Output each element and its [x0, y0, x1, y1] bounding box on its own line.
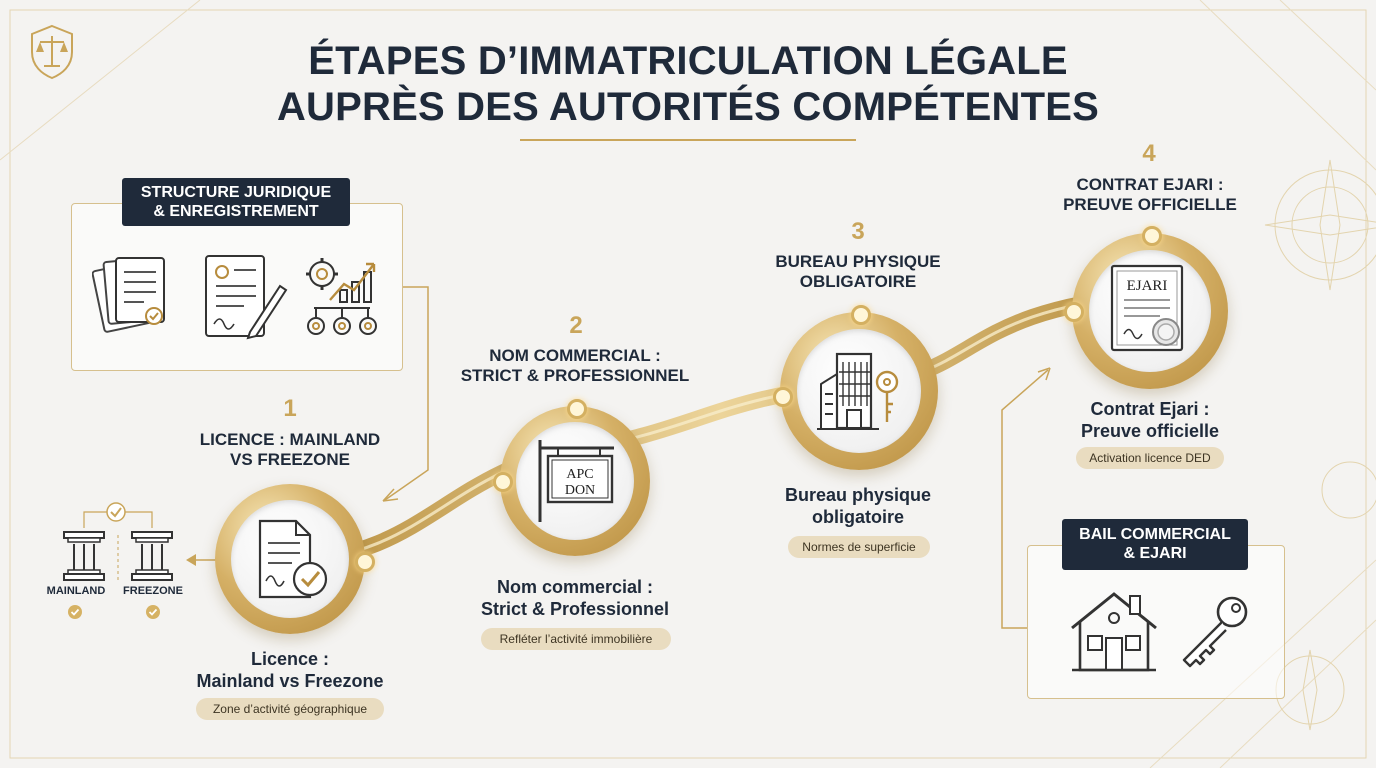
step-3-subtitle: Bureau physique obligatoire: [784, 485, 932, 527]
step-2-left-dot: [493, 472, 513, 492]
mainland-label: MAINLAND: [46, 585, 106, 597]
step-3-left-dot: [773, 387, 793, 407]
sign-text-line-1: APC: [566, 467, 593, 482]
ejari-certificate-text: EJARI: [1127, 278, 1168, 294]
title-line-2: AUPRÈS DES AUTORITÉS COMPÉTENTES: [276, 85, 1100, 129]
step-2-subtitle: Nom commercial : Strict & Professionnel: [480, 577, 670, 619]
step-2-number: 2: [569, 312, 583, 339]
bail-box-label: BAIL COMMERCIAL & EJARI: [1062, 519, 1248, 570]
document-check-icon: [258, 519, 328, 599]
step-3-pill: Normes de superficie: [788, 536, 930, 558]
step-1-subtitle: Licence : Mainland vs Freezone: [196, 649, 384, 691]
shop-sign-icon: APC DON: [538, 440, 614, 522]
signed-contract-icon: [205, 255, 288, 340]
check-icon: [68, 605, 82, 619]
step-2-heading: NOM COMMERCIAL : STRICT & PROFESSIONNEL: [460, 346, 690, 385]
check-icon: [146, 605, 160, 619]
step-4-top-dot: [1142, 226, 1162, 246]
sign-text-line-2: DON: [565, 483, 595, 498]
pillar-icon: [131, 531, 173, 581]
page-title: ÉTAPES D’IMMATRICULATION LÉGALE AUPRÈS D…: [200, 38, 1176, 130]
freezone-label: FREEZONE: [123, 585, 183, 597]
title-line-1: ÉTAPES D’IMMATRICULATION LÉGALE: [308, 39, 1068, 83]
step-4-subtitle: Contrat Ejari : Preuve officielle: [1080, 399, 1220, 441]
step-3-number: 3: [851, 218, 865, 245]
step-1-connector-dot: [355, 552, 375, 572]
check-icon: [106, 502, 126, 522]
step-2-top-dot: [567, 399, 587, 419]
key-icon: [1182, 596, 1248, 668]
step-2-pill: Refléter l’activité immobilière: [481, 628, 671, 650]
step-4-left-dot: [1064, 302, 1084, 322]
structure-box-label: STRUCTURE JURIDIQUE & ENREGISTREMENT: [122, 178, 350, 226]
gears-growth-chart-icon: [306, 258, 377, 335]
title-underline: [520, 139, 856, 141]
ejari-certificate-icon: EJARI: [1110, 264, 1184, 352]
documents-stack-icon: [92, 257, 165, 333]
house-icon: [1071, 592, 1157, 672]
law-firm-logo-icon: [31, 24, 73, 80]
pillar-icon: [63, 531, 105, 581]
step-3-heading: BUREAU PHYSIQUE OBLIGATOIRE: [775, 252, 941, 291]
step-4-heading: CONTRAT EJARI : PREUVE OFFICIELLE: [1063, 175, 1237, 214]
compass-decoration: [1264, 159, 1376, 731]
step-4-number: 4: [1142, 140, 1156, 167]
step-1-number: 1: [283, 395, 297, 422]
step-3-top-dot: [851, 305, 871, 325]
step-1-heading: LICENCE : MAINLAND VS FREEZONE: [199, 430, 381, 469]
office-building-key-icon: [817, 352, 899, 430]
step-4-pill: Activation licence DED: [1076, 447, 1224, 469]
step-1-pill: Zone d’activité géographique: [196, 698, 384, 720]
